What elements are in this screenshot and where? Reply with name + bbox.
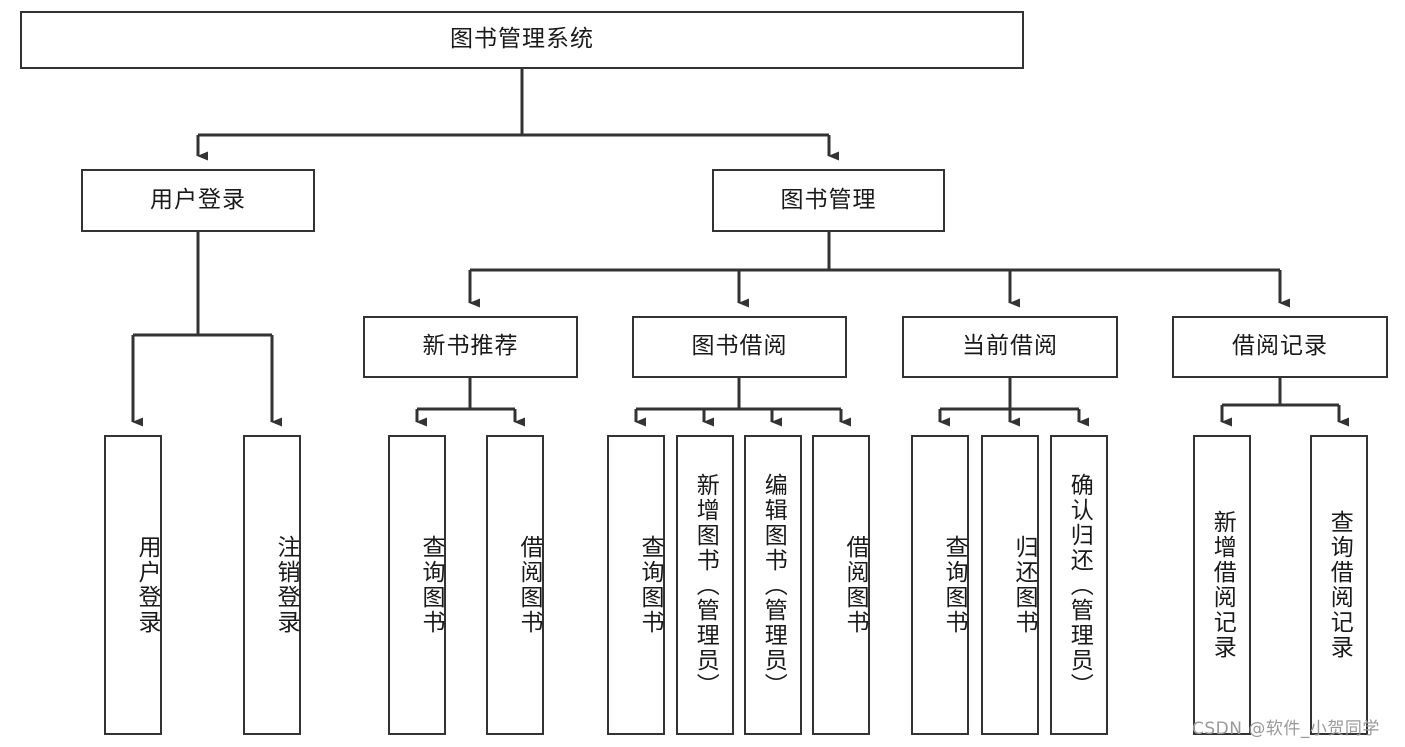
leaf-label: 用户登录 xyxy=(134,535,160,635)
leaf-label: 借阅图书 xyxy=(516,535,542,635)
leaf-new-book-borrow[interactable]: 借阅图书 xyxy=(486,435,544,735)
node-current-borrow[interactable]: 当前借阅 xyxy=(902,316,1118,378)
leaf-book-borrow-edit-admin[interactable]: 编辑图书（管理员） xyxy=(744,435,802,735)
node-current-borrow-label: 当前借阅 xyxy=(962,333,1058,360)
csdn-watermark: CSDN @软件_小贺同学 xyxy=(1192,719,1380,739)
node-book-borrow-label: 图书借阅 xyxy=(691,333,788,360)
leaf-label: 新增借阅记录 xyxy=(1209,510,1236,660)
leaf-borrow-record-query[interactable]: 查询借阅记录 xyxy=(1310,435,1368,735)
leaf-user-login-login[interactable]: 用户登录 xyxy=(104,435,162,735)
node-user-login[interactable]: 用户登录 xyxy=(81,169,315,232)
leaf-book-borrow-add-admin[interactable]: 新增图书（管理员） xyxy=(676,435,734,735)
leaf-label: 编辑图书（管理员） xyxy=(760,472,787,698)
leaf-label: 归还图书 xyxy=(1011,535,1037,635)
leaf-label: 查询图书 xyxy=(941,535,967,635)
node-book-borrow[interactable]: 图书借阅 xyxy=(632,316,847,378)
leaf-label: 查询借阅记录 xyxy=(1326,510,1353,660)
node-root[interactable]: 图书管理系统 xyxy=(20,11,1024,69)
leaf-book-borrow-borrow[interactable]: 借阅图书 xyxy=(812,435,870,735)
leaf-user-login-logout[interactable]: 注销登录 xyxy=(243,435,301,735)
leaf-label: 借阅图书 xyxy=(842,535,868,635)
node-new-book-recommend[interactable]: 新书推荐 xyxy=(363,316,578,378)
leaf-borrow-record-add[interactable]: 新增借阅记录 xyxy=(1193,435,1251,735)
node-book-management-label: 图书管理 xyxy=(780,186,877,213)
node-root-label: 图书管理系统 xyxy=(450,26,594,53)
node-borrow-record[interactable]: 借阅记录 xyxy=(1172,316,1388,378)
leaf-current-borrow-return[interactable]: 归还图书 xyxy=(981,435,1039,735)
leaf-current-borrow-confirm-admin[interactable]: 确认归还（管理员） xyxy=(1050,435,1108,735)
node-user-login-label: 用户登录 xyxy=(150,186,246,213)
node-borrow-record-label: 借阅记录 xyxy=(1232,333,1328,360)
node-new-book-recommend-label: 新书推荐 xyxy=(422,333,519,360)
leaf-label: 新增图书（管理员） xyxy=(692,472,719,698)
leaf-label: 注销登录 xyxy=(273,535,299,635)
node-book-management[interactable]: 图书管理 xyxy=(712,169,945,232)
leaf-label: 确认归还（管理员） xyxy=(1066,472,1093,698)
leaf-label: 查询图书 xyxy=(418,535,444,635)
leaf-book-borrow-query[interactable]: 查询图书 xyxy=(607,435,665,735)
leaf-new-book-query[interactable]: 查询图书 xyxy=(388,435,446,735)
leaf-label: 查询图书 xyxy=(637,535,663,635)
leaf-current-borrow-query[interactable]: 查询图书 xyxy=(911,435,969,735)
